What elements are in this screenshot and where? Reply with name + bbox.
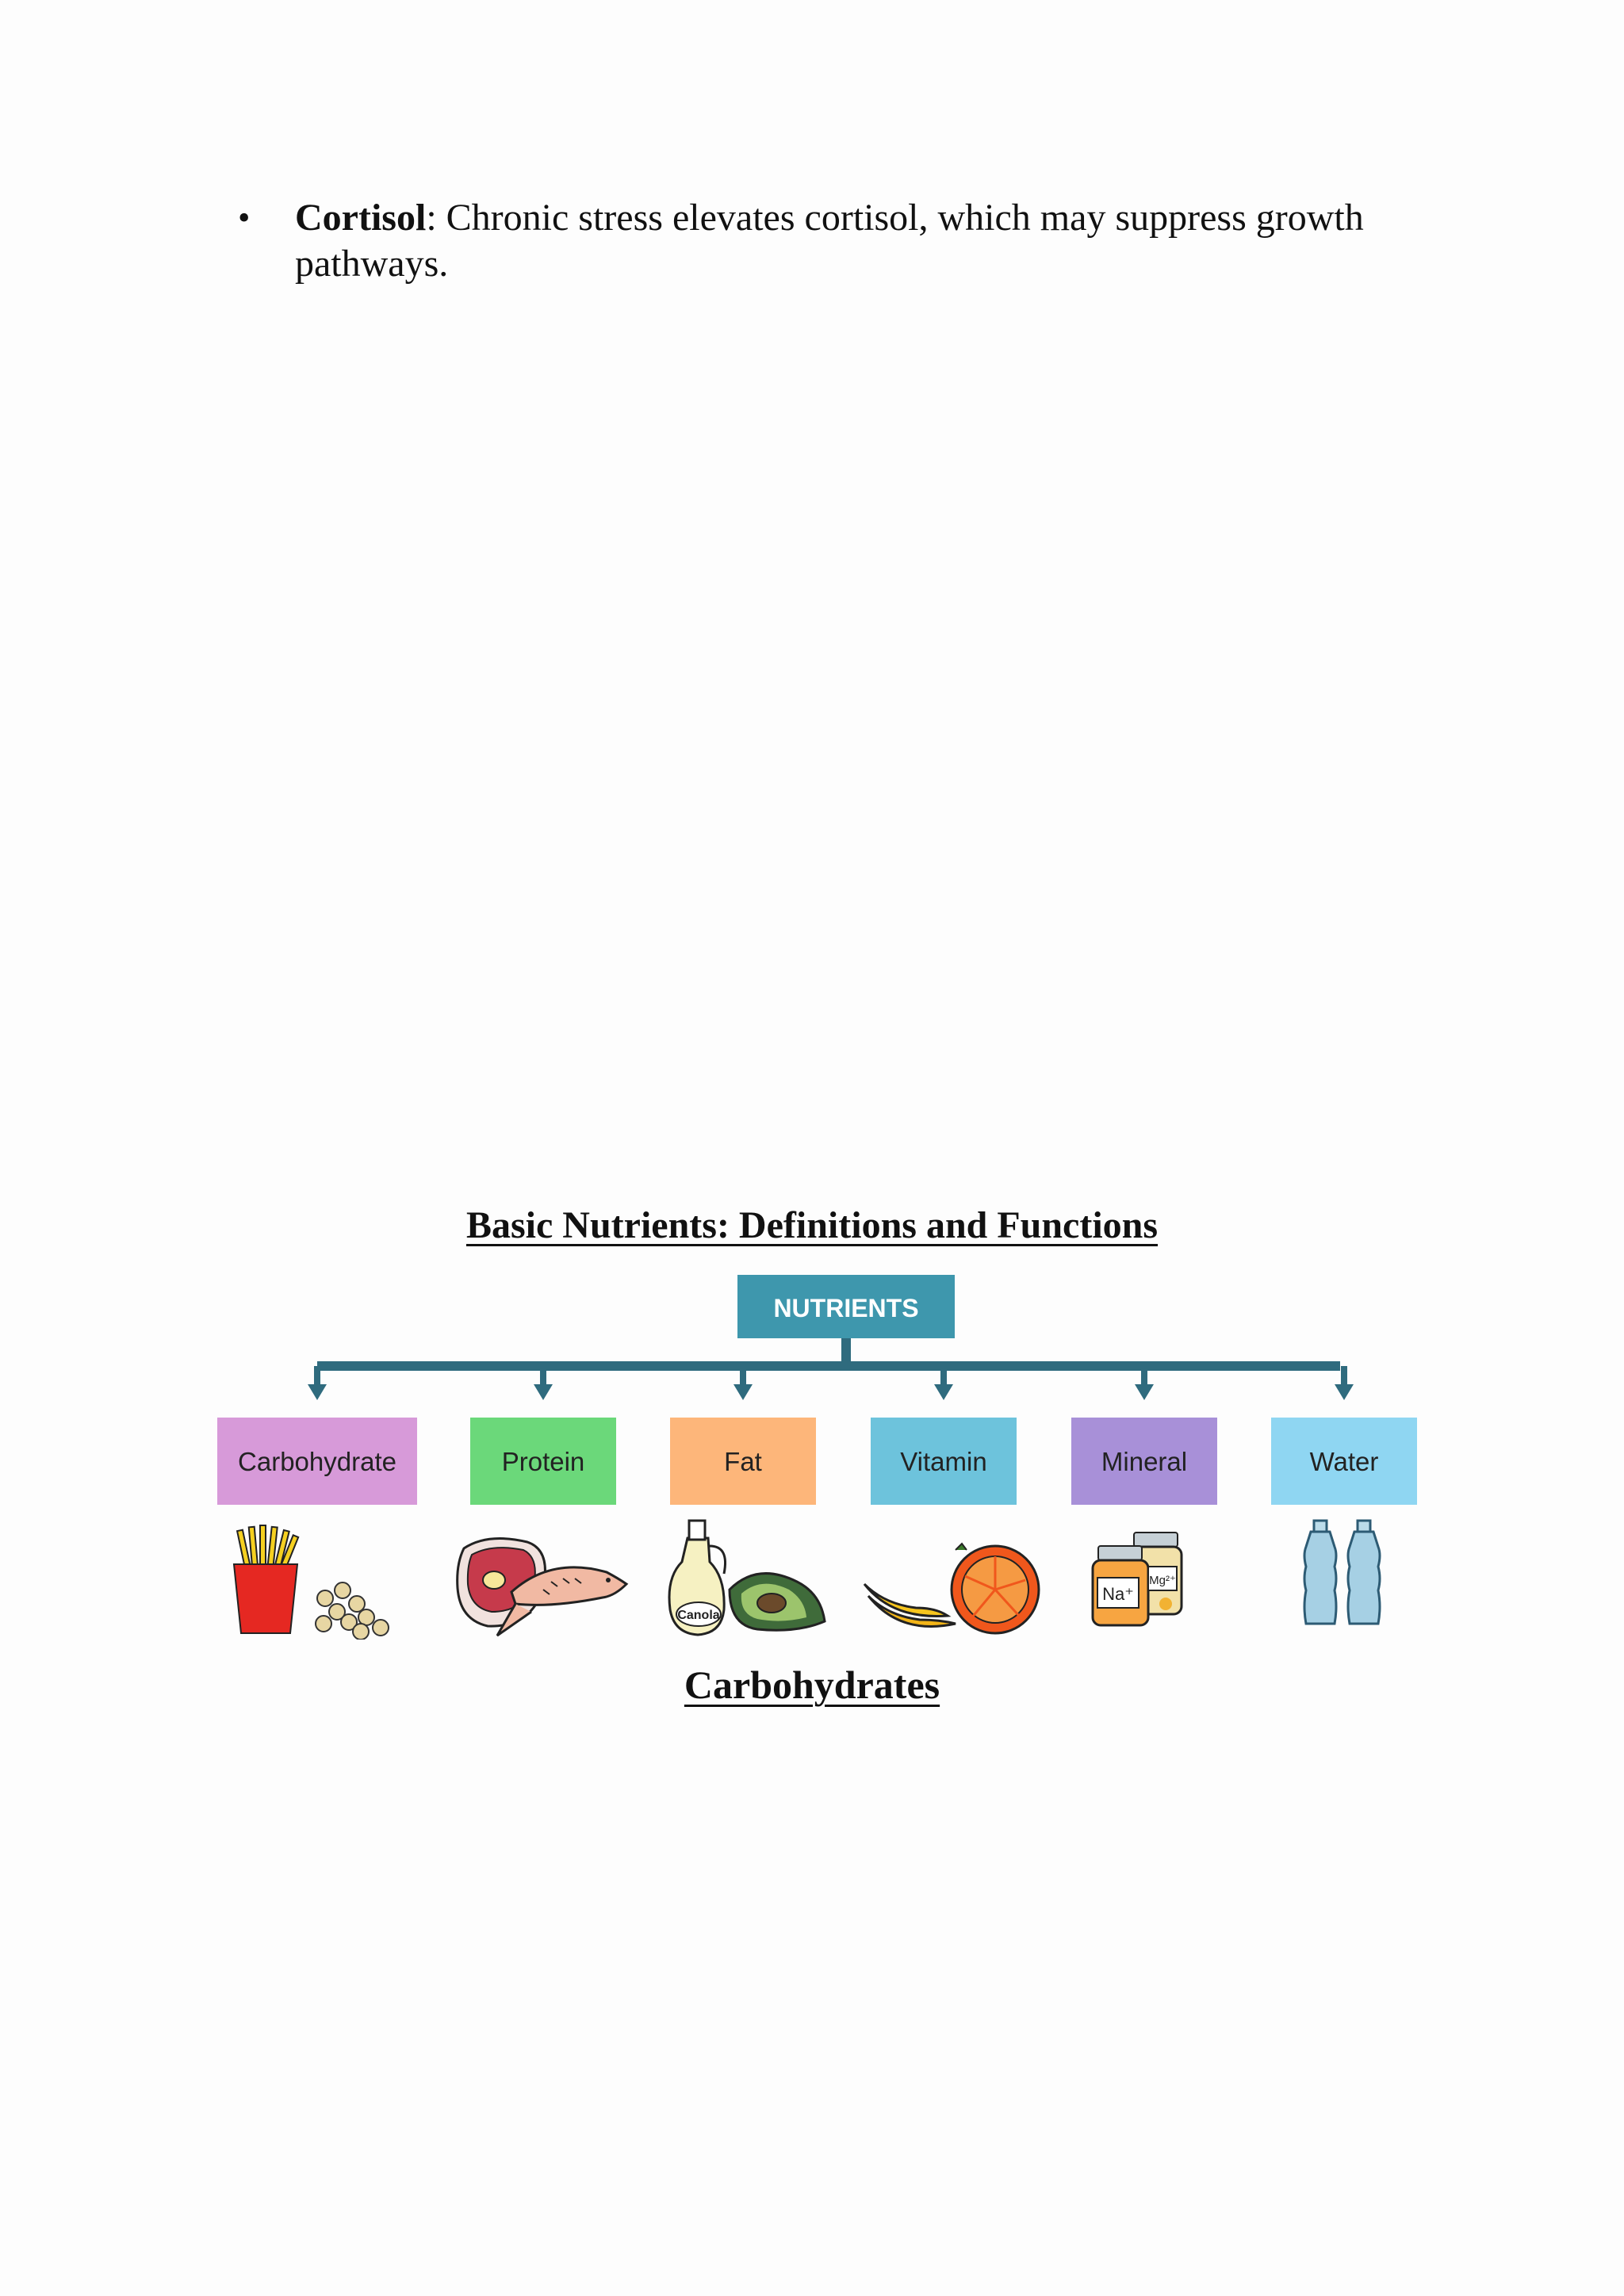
arrow-head [1135,1384,1154,1400]
banana-and-orange-icon [863,1542,1040,1635]
category-node-fat: Fat [670,1418,816,1505]
oil-and-avocado-icon: Canola [668,1519,826,1636]
category-label: Mineral [1101,1447,1187,1476]
root-label: NUTRIENTS [773,1294,918,1322]
bullet-text: Cortisol: Chronic stress elevates cortis… [295,195,1405,287]
bullet-marker: • [238,198,251,237]
section-heading: Basic Nutrients: Definitions and Functio… [465,1204,1159,1246]
root-node: NUTRIENTS [737,1275,955,1338]
magnesium-jar-label: Mg²⁺ [1149,1574,1176,1587]
category-label: Vitamin [900,1447,986,1476]
category-node-protein: Protein [470,1418,616,1505]
supplement-jars-icon: Na⁺ Mg²⁺ [1091,1532,1183,1627]
category-node-mineral: Mineral [1071,1418,1217,1505]
arrow-head [308,1384,327,1400]
arrow-head [534,1384,553,1400]
sodium-jar-label: Na⁺ [1102,1584,1134,1604]
category-label: Carbohydrate [238,1447,396,1476]
connector-lines [308,1338,1354,1400]
arrow-head [934,1384,953,1400]
bullet-term: Cortisol [295,197,427,239]
water-bottles-icon [1303,1519,1381,1625]
category-label: Protein [502,1447,585,1476]
oil-bottle-label: Canola [677,1609,719,1622]
category-node-carbohydrate: Carbohydrate [217,1418,417,1505]
meat-and-fish-icon [456,1537,629,1637]
category-node-vitamin: Vitamin [871,1418,1017,1505]
arrow-head [1335,1384,1354,1400]
fries-and-pasta-icon [232,1525,389,1640]
category-node-water: Water [1271,1418,1417,1505]
sub-heading: Carbohydrates [684,1663,940,1707]
bullet-description: : Chronic stress elevates cortisol, whic… [295,197,1364,285]
category-label: Fat [724,1447,762,1476]
arrow-head [733,1384,753,1400]
category-label: Water [1310,1447,1379,1476]
